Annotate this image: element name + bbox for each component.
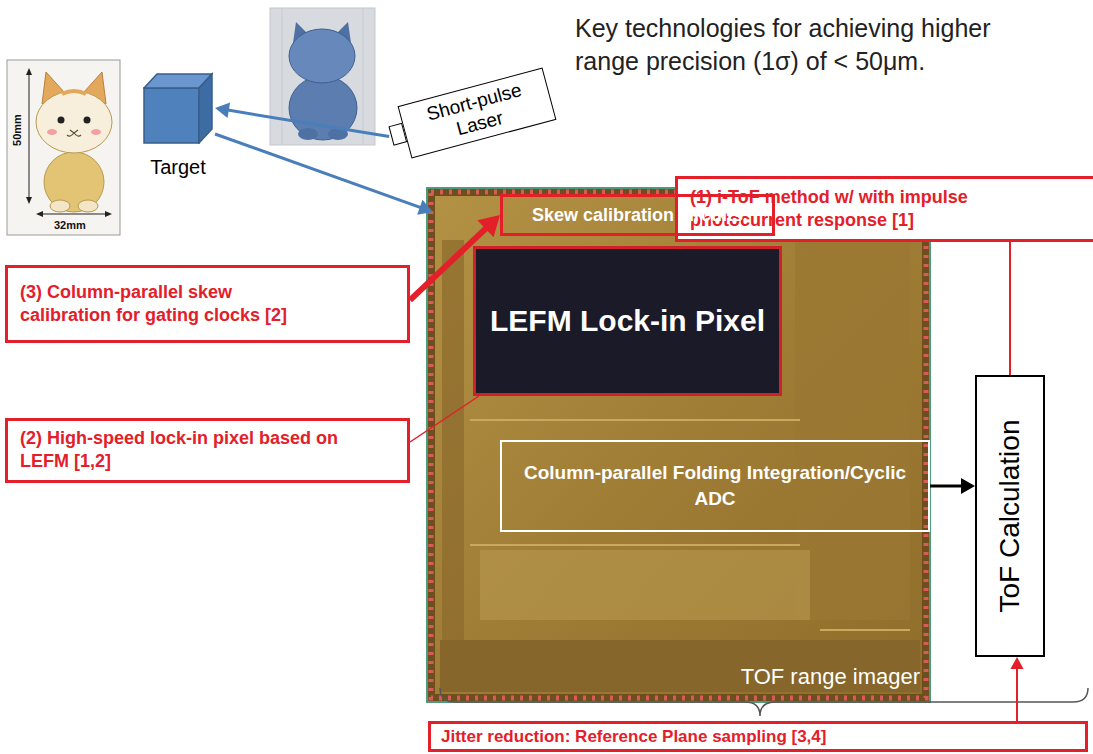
cat-foot bbox=[78, 200, 98, 212]
chip-trace bbox=[470, 419, 800, 421]
cube-side bbox=[199, 74, 212, 143]
node-text: Column-parallel Folding Integration/Cycl… bbox=[514, 460, 916, 511]
chip-die bbox=[427, 188, 930, 702]
node-text: ToF Calculation bbox=[994, 420, 1026, 613]
node-text: (2) High-speed lock-in pixel based on LE… bbox=[20, 427, 338, 474]
connector-line bbox=[228, 110, 389, 137]
laser-box: Short-pulse Laser bbox=[398, 68, 557, 159]
chip-pads bbox=[431, 192, 926, 698]
chip-region bbox=[442, 240, 464, 680]
chip-trace bbox=[470, 544, 800, 546]
adc-block: Column-parallel Folding Integration/Cycl… bbox=[500, 440, 930, 532]
render-grid bbox=[282, 8, 283, 145]
target-cube: Target bbox=[143, 72, 213, 179]
cat-body bbox=[44, 152, 104, 212]
node-text: Short-pulse Laser bbox=[424, 79, 529, 146]
render-head bbox=[289, 29, 355, 83]
cat-eye bbox=[84, 117, 91, 124]
connector-line bbox=[1016, 668, 1018, 721]
chip-ring bbox=[431, 192, 926, 698]
connector bbox=[1010, 657, 1023, 721]
node-text: Jitter reduction: Reference Plane sampli… bbox=[441, 727, 826, 747]
chip-region bbox=[440, 640, 920, 692]
dimension-arrow bbox=[36, 211, 43, 217]
node-text: (3) Column-parallel skew calibration for… bbox=[20, 281, 287, 328]
cube-icon bbox=[143, 72, 213, 144]
callout-box: Jitter reduction: Reference Plane sampli… bbox=[428, 721, 1088, 752]
dimension-arrow bbox=[105, 211, 112, 217]
node-text: TOF range imager bbox=[741, 664, 920, 690]
dimension-line bbox=[40, 214, 108, 215]
connector bbox=[410, 396, 479, 442]
connector bbox=[1010, 242, 1011, 375]
diagram-title: Key technologies for achieving higher ra… bbox=[575, 12, 991, 77]
cube-front bbox=[144, 88, 199, 143]
calc-box: ToF Calculation bbox=[975, 375, 1045, 657]
cat-head bbox=[36, 91, 112, 153]
node-text: Skew calibration circuits bbox=[532, 205, 743, 226]
cat-mouth bbox=[67, 130, 81, 136]
render-foot bbox=[298, 128, 318, 140]
chip-region bbox=[795, 230, 910, 620]
chip-edge bbox=[427, 188, 930, 702]
connector-line bbox=[1009, 242, 1011, 375]
chip-region bbox=[480, 550, 810, 620]
cat-eye bbox=[58, 117, 65, 124]
laser-nozzle bbox=[388, 123, 407, 146]
chip-trace bbox=[820, 629, 910, 631]
cat-stripe bbox=[62, 91, 86, 94]
photo-frame bbox=[7, 60, 120, 235]
callout-box: (3) Column-parallel skew calibration for… bbox=[5, 265, 410, 343]
arrow-head bbox=[961, 478, 975, 494]
connector-line bbox=[410, 396, 479, 442]
connector-line bbox=[215, 134, 421, 208]
dimension-label: 50mm bbox=[11, 110, 23, 150]
connector bbox=[930, 478, 975, 494]
callout-box: (2) High-speed lock-in pixel based on LE… bbox=[5, 418, 410, 483]
node-text: LEFM Lock-in Pixel bbox=[490, 302, 765, 340]
arrow-head bbox=[1010, 657, 1023, 669]
dimension-label: 32mm bbox=[54, 219, 86, 231]
dimension-line bbox=[29, 72, 30, 200]
render-grid bbox=[363, 8, 364, 145]
chip-node: TOF range imager Skew calibration circuit… bbox=[427, 188, 930, 702]
connector-line bbox=[930, 485, 962, 488]
bracket bbox=[440, 688, 1088, 716]
cat-cheek bbox=[47, 129, 57, 135]
node-text: Target bbox=[150, 156, 206, 179]
circuit-block: Skew calibration circuits bbox=[500, 194, 775, 236]
cat-foot bbox=[50, 200, 70, 212]
cat-cheek bbox=[91, 129, 101, 135]
pixel-array: LEFM Lock-in Pixel bbox=[473, 246, 782, 396]
connector bbox=[215, 102, 389, 136]
connector bbox=[215, 134, 433, 215]
dimension-arrow bbox=[26, 68, 32, 75]
dimension-arrow bbox=[26, 197, 32, 204]
